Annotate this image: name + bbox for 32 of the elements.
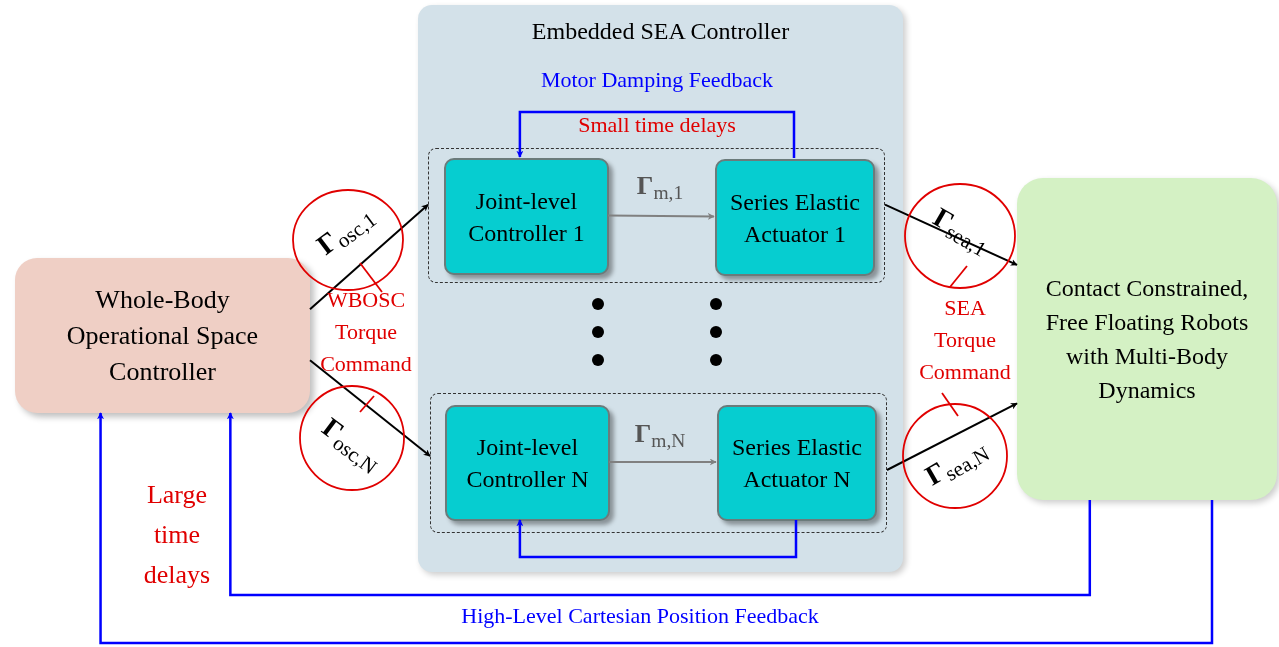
arrow bbox=[886, 402, 1018, 471]
box-label: Joint-level Controller 1 bbox=[467, 186, 586, 248]
robot-dynamics-box bbox=[1017, 178, 1277, 500]
edge-label: High-Level Cartesian Position Feedback bbox=[461, 605, 819, 627]
annotation-text: WBOSC Torque Command bbox=[319, 286, 413, 378]
arrow bbox=[309, 359, 431, 457]
process-box bbox=[717, 405, 877, 521]
annotation-text: Large time delays bbox=[142, 479, 212, 591]
edge-label: Motor Damping Feedback bbox=[540, 69, 774, 91]
dashed-group-box bbox=[430, 393, 887, 533]
arrow bbox=[309, 203, 429, 311]
controller-panel bbox=[418, 5, 903, 572]
process-box bbox=[444, 158, 609, 275]
box-label: Series Elastic Actuator 1 bbox=[729, 187, 861, 249]
box-label: Contact Constrained, Free Floating Robots with Multi-Body Dynamics bbox=[1044, 274, 1250, 405]
arrow bbox=[607, 212, 715, 220]
dashed-group-box bbox=[428, 148, 885, 283]
feedback-arrow bbox=[516, 110, 796, 158]
box-label: Whole-Body Operational Space Controller bbox=[65, 283, 260, 388]
box-label: Joint-level Controller N bbox=[465, 433, 590, 494]
controller-box bbox=[15, 258, 310, 413]
feedback-arrow bbox=[97, 412, 1214, 645]
process-box bbox=[715, 159, 875, 276]
arrow bbox=[884, 203, 1018, 266]
annotation-text: Small time delays bbox=[578, 110, 736, 139]
feedback-arrow bbox=[516, 519, 798, 559]
annotation-text: SEA Torque Command bbox=[918, 294, 1012, 386]
panel-title: Embedded SEA Controller bbox=[531, 17, 790, 46]
box-label: Series Elastic Actuator N bbox=[731, 433, 863, 494]
process-box bbox=[445, 405, 610, 521]
feedback-arrow bbox=[226, 412, 1092, 597]
arrow bbox=[608, 458, 717, 466]
